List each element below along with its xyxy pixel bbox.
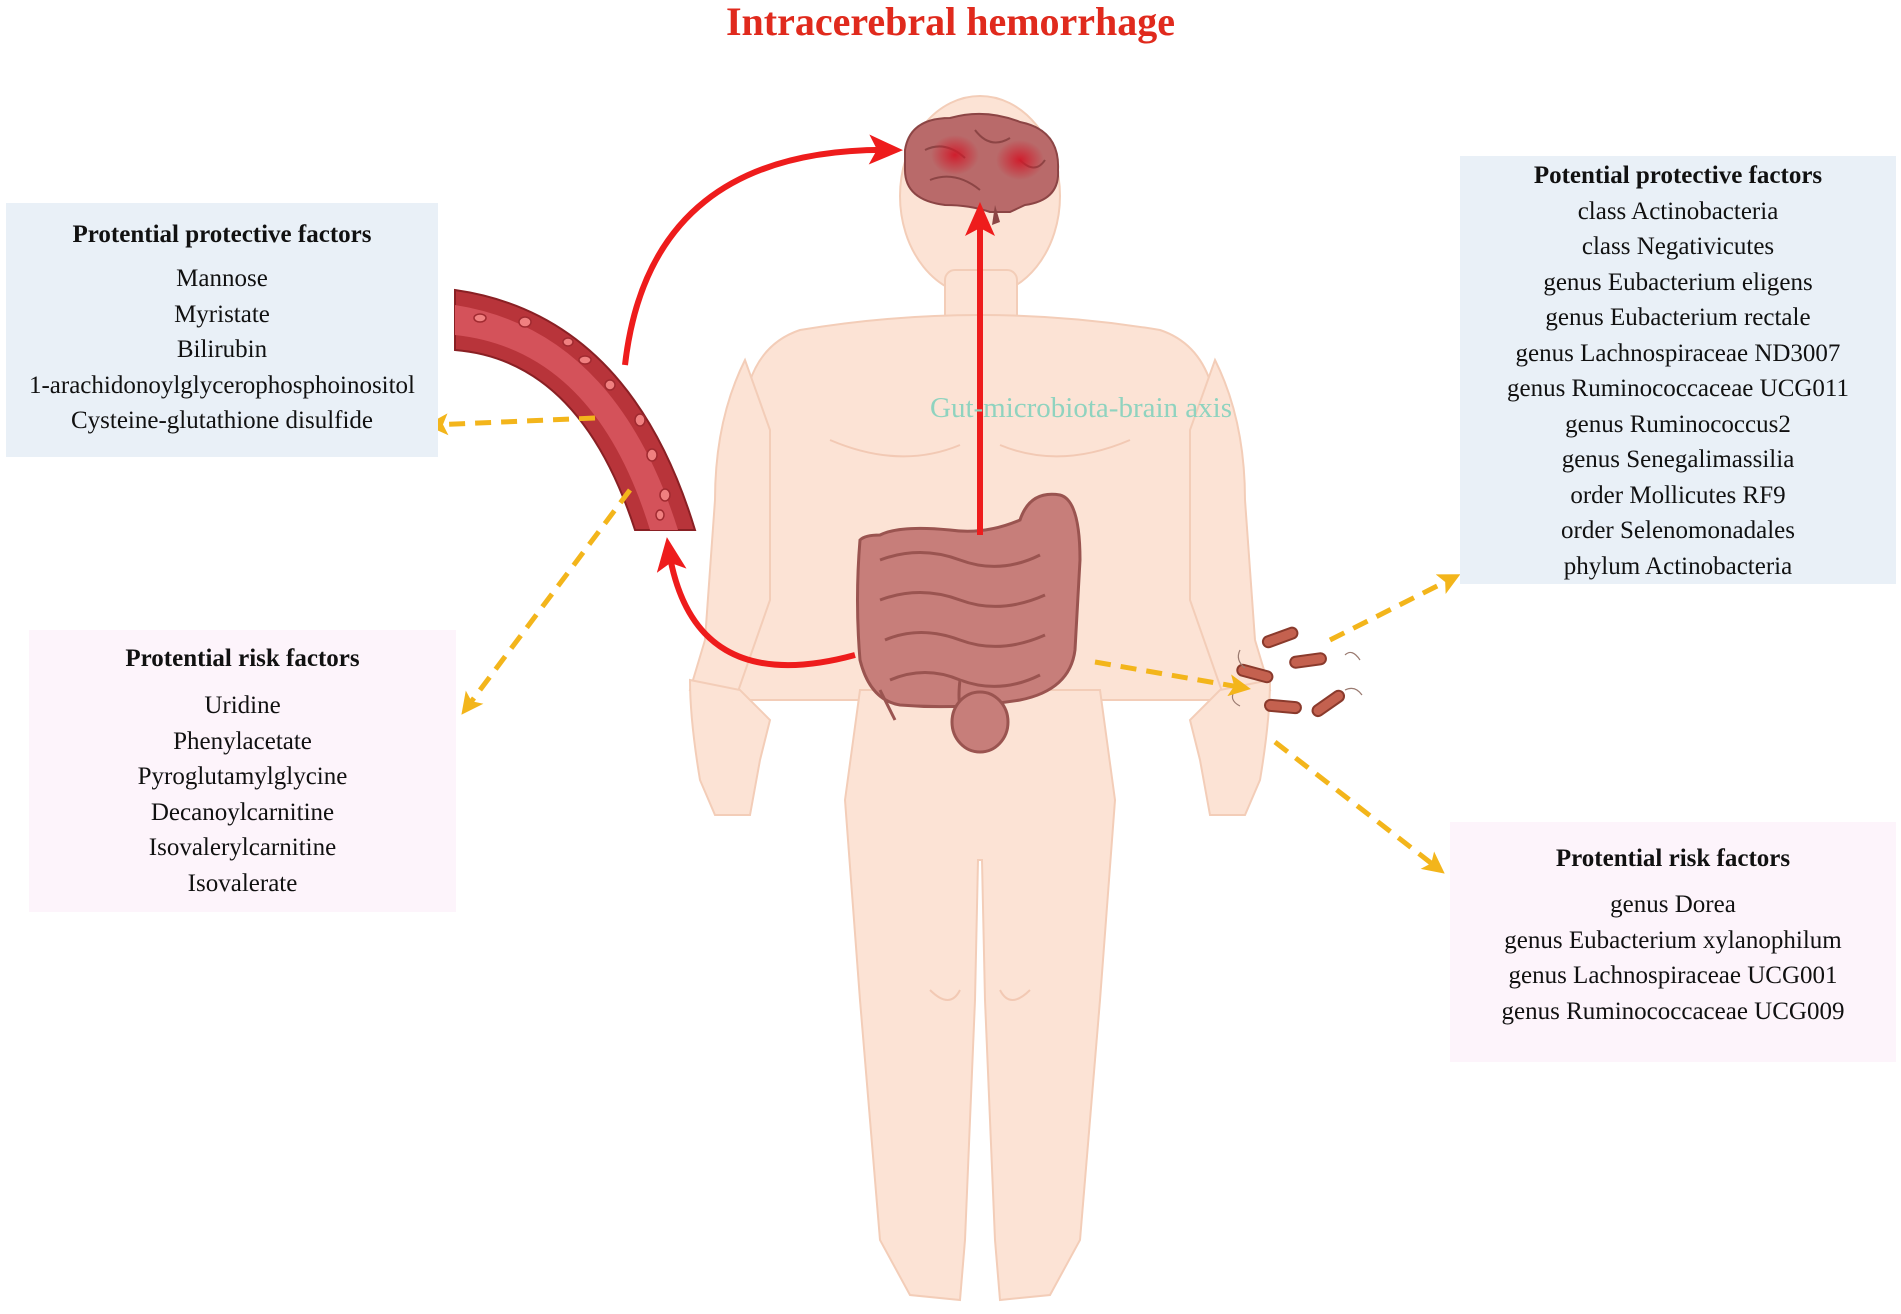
- right-protective-factors-box: Potential protective factors class Actin…: [1460, 156, 1896, 584]
- arrow-vessel-to-left-protective: [426, 413, 596, 436]
- arrow-bacteria-to-right-risk: [1273, 740, 1445, 874]
- bacteria-icon: [1231, 626, 1363, 718]
- arrow-bacteria-to-right-protective: [1328, 574, 1461, 643]
- list-item: genus Ruminococcus2: [1565, 410, 1791, 438]
- list-item: Isovalerate: [187, 869, 298, 897]
- left-risk-factors-box: Protential risk factors Uridine Phenylac…: [29, 630, 456, 912]
- list-item: Myristate: [174, 300, 270, 328]
- list-item: phylum Actinobacteria: [1563, 552, 1793, 580]
- body-detail-lines: [829, 439, 1131, 1001]
- left-protective-heading: Protential protective factors: [72, 221, 372, 248]
- list-item: order Mollicutes RF9: [1570, 481, 1786, 509]
- list-item: genus Eubacterium eligens: [1543, 268, 1813, 296]
- list-item: genus Lachnospiraceae UCG001: [1508, 962, 1838, 989]
- brain-icon: [904, 112, 1060, 225]
- right-risk-factors-box: Protential risk factors genus Dorea genu…: [1450, 822, 1896, 1062]
- list-item: Cysteine-glutathione disulfide: [70, 407, 374, 434]
- list-item: genus Ruminococcaceae UCG009: [1501, 997, 1845, 1025]
- left-protective-list: Mannose Myristate Bilirubin 1-arachidono…: [6, 261, 438, 439]
- diagram-title: Intracerebral hemorrhage: [725, 0, 1176, 44]
- list-item: Isovalerylcarnitine: [148, 834, 337, 861]
- yellow-arrows: [426, 413, 1461, 874]
- axis-label: Gut-microbiota-brain axis: [930, 392, 1232, 424]
- arrow-vessel-to-brain: [622, 134, 903, 366]
- right-risk-list: genus Dorea genus Eubacterium xylanophil…: [1450, 887, 1896, 1029]
- list-item: genus Ruminococcaceae UCG011: [1506, 375, 1850, 402]
- arrow-vessel-to-left-risk: [461, 488, 632, 715]
- arrow-gut-to-vessel: [656, 537, 856, 669]
- intestine-icon: [856, 492, 1082, 754]
- red-arrows: [622, 134, 995, 669]
- right-risk-heading: Protential risk factors: [1555, 845, 1791, 872]
- list-item: Decanoylcarnitine: [150, 798, 335, 826]
- left-protective-factors-box: Protential protective factors Mannose My…: [6, 203, 438, 457]
- list-item: genus Eubacterium rectale: [1545, 304, 1811, 331]
- list-item: Pyroglutamylglycine: [137, 763, 348, 790]
- list-item: Bilirubin: [176, 336, 268, 363]
- list-item: genus Senegalimassilia: [1561, 446, 1795, 473]
- list-item: genus Dorea: [1610, 891, 1736, 918]
- list-item: Uridine: [204, 692, 281, 719]
- left-risk-list: Uridine Phenylacetate Pyroglutamylglycin…: [29, 688, 456, 901]
- list-item: 1-arachidonoylglycerophosphoinositol: [28, 371, 416, 399]
- left-risk-heading: Protential risk factors: [125, 645, 360, 672]
- list-item: class Negativicutes: [1581, 233, 1775, 260]
- right-protective-list: class Actinobacteria class Negativicutes…: [1460, 194, 1896, 585]
- list-item: Mannose: [176, 265, 268, 292]
- list-item: genus Lachnospiraceae ND3007: [1515, 339, 1841, 367]
- list-item: class Actinobacteria: [1577, 197, 1779, 225]
- list-item: order Selenomonadales: [1561, 517, 1795, 544]
- list-item: Phenylacetate: [173, 727, 312, 755]
- blood-vessel-icon: [454, 288, 697, 531]
- list-item: genus Eubacterium xylanophilum: [1504, 926, 1842, 954]
- right-protective-heading: Potential protective factors: [1533, 162, 1823, 189]
